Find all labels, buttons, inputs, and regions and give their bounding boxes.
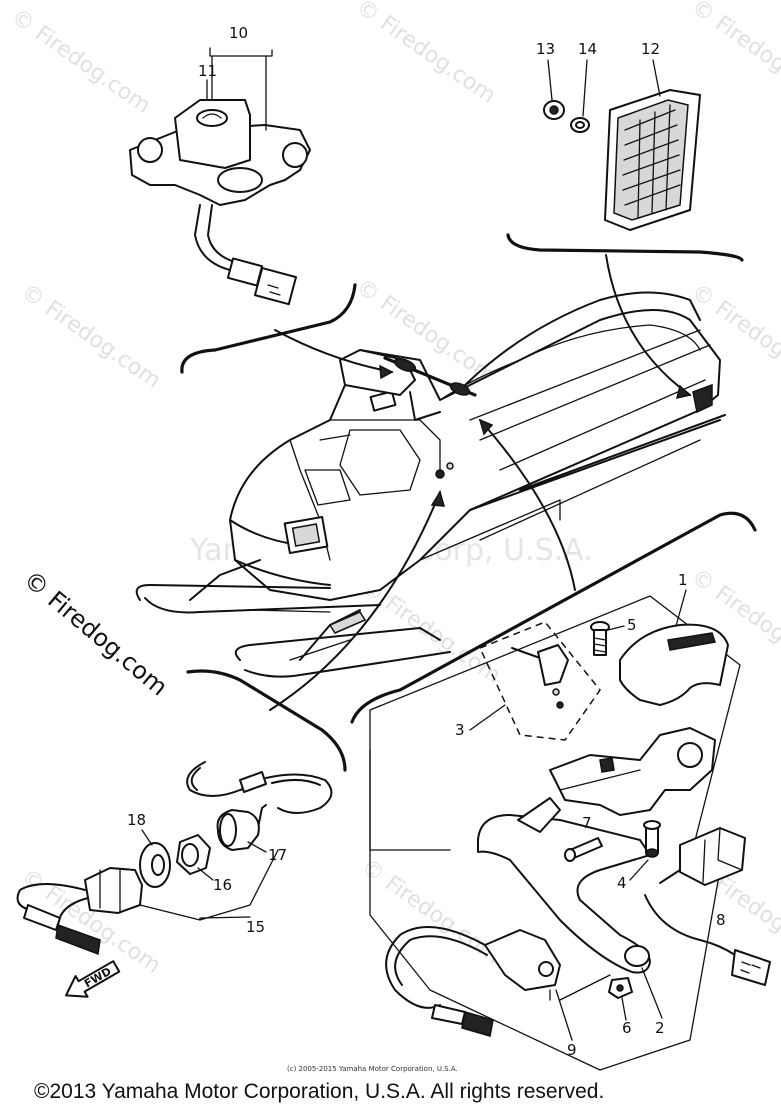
- leader-17: [247, 841, 267, 853]
- callout-12: 12: [641, 40, 660, 58]
- bracket-brake: [350, 511, 757, 724]
- lever-bracket-body: [549, 727, 716, 816]
- arrow-reflector-to-tail: [605, 254, 691, 396]
- callout-11: 11: [198, 62, 217, 80]
- fwd-label: FWD: [82, 965, 113, 991]
- arrowhead-keyswitch: [430, 490, 446, 507]
- leader-14: [582, 59, 588, 117]
- leader-9: [555, 989, 573, 1041]
- bracket-keyswitch: [186, 669, 347, 772]
- switch-cover-part-1: [619, 623, 729, 706]
- leader-15-group: [139, 849, 279, 921]
- callout-17: 17: [268, 846, 287, 864]
- leader-6: [621, 997, 627, 1021]
- callout-18: 18: [127, 811, 146, 829]
- arrow-brake-to-bar: [479, 419, 576, 591]
- arrow-keyswitch-to-dash: [269, 491, 441, 711]
- leader-12: [652, 59, 661, 97]
- throttle-switch-assembly: [129, 99, 311, 306]
- reflector-assembly: [543, 89, 701, 231]
- leader-13: [547, 59, 553, 101]
- leader-10-left: [209, 47, 273, 131]
- watermark-2: © Firedog.com: [352, 0, 500, 109]
- callout-1: 1: [678, 571, 688, 589]
- leader-18: [141, 829, 153, 846]
- callout-15: 15: [246, 918, 265, 936]
- arrowhead-reflector: [675, 384, 692, 400]
- sensor-part-9: [385, 926, 561, 1037]
- callout-3: 3: [455, 721, 465, 739]
- nut-part-6: [608, 977, 633, 999]
- callout-13: 13: [536, 40, 555, 58]
- watermark-1: © Firedog.com: [7, 4, 155, 118]
- brake-lever-part-2: [477, 797, 651, 974]
- screw-part-7: [564, 837, 603, 862]
- callout-8: 8: [716, 911, 726, 929]
- arrow-throttle-to-bar: [274, 329, 393, 373]
- leader-1: [675, 589, 687, 627]
- callout-5: 5: [627, 616, 637, 634]
- snowmobile-body: [135, 291, 726, 678]
- callout-14: 14: [578, 40, 597, 58]
- fine-print: (c) 2005-2015 Yamaha Motor Corporation, …: [287, 1065, 458, 1073]
- callout-9: 9: [567, 1041, 577, 1059]
- leader-4: [629, 859, 649, 881]
- arrowhead-brake: [478, 418, 494, 436]
- bracket-reflector: [506, 233, 744, 262]
- leader-3: [469, 704, 506, 731]
- watermark-3: © Firedog.com: [687, 0, 781, 109]
- leader-5: [607, 625, 625, 631]
- leader-bracket-69: [549, 974, 611, 1001]
- forward-arrow: FWD: [65, 960, 121, 998]
- leader-2: [641, 967, 663, 1019]
- callout-2: 2: [655, 1019, 665, 1037]
- key-switch-assembly: [16, 761, 333, 956]
- dashed-group-contents: [511, 644, 569, 709]
- brake-switch-part-8: [644, 827, 771, 986]
- callout-4: 4: [617, 874, 627, 892]
- bracket-throttle: [180, 283, 357, 374]
- bolt-part-5: [590, 621, 610, 656]
- callout-10: 10: [229, 24, 248, 42]
- callout-16: 16: [213, 876, 232, 894]
- leader-16: [197, 867, 214, 881]
- pivot-bolt-part-4: [643, 820, 661, 858]
- callout-7: 7: [582, 814, 592, 832]
- arrowhead-throttle: [379, 364, 394, 380]
- dashed-group-part-3: [478, 621, 601, 741]
- copyright-notice: ©2013 Yamaha Motor Corporation, U.S.A. A…: [34, 1080, 604, 1103]
- callout-6: 6: [622, 1019, 632, 1037]
- watermark-4: © Firedog.com: [17, 279, 165, 393]
